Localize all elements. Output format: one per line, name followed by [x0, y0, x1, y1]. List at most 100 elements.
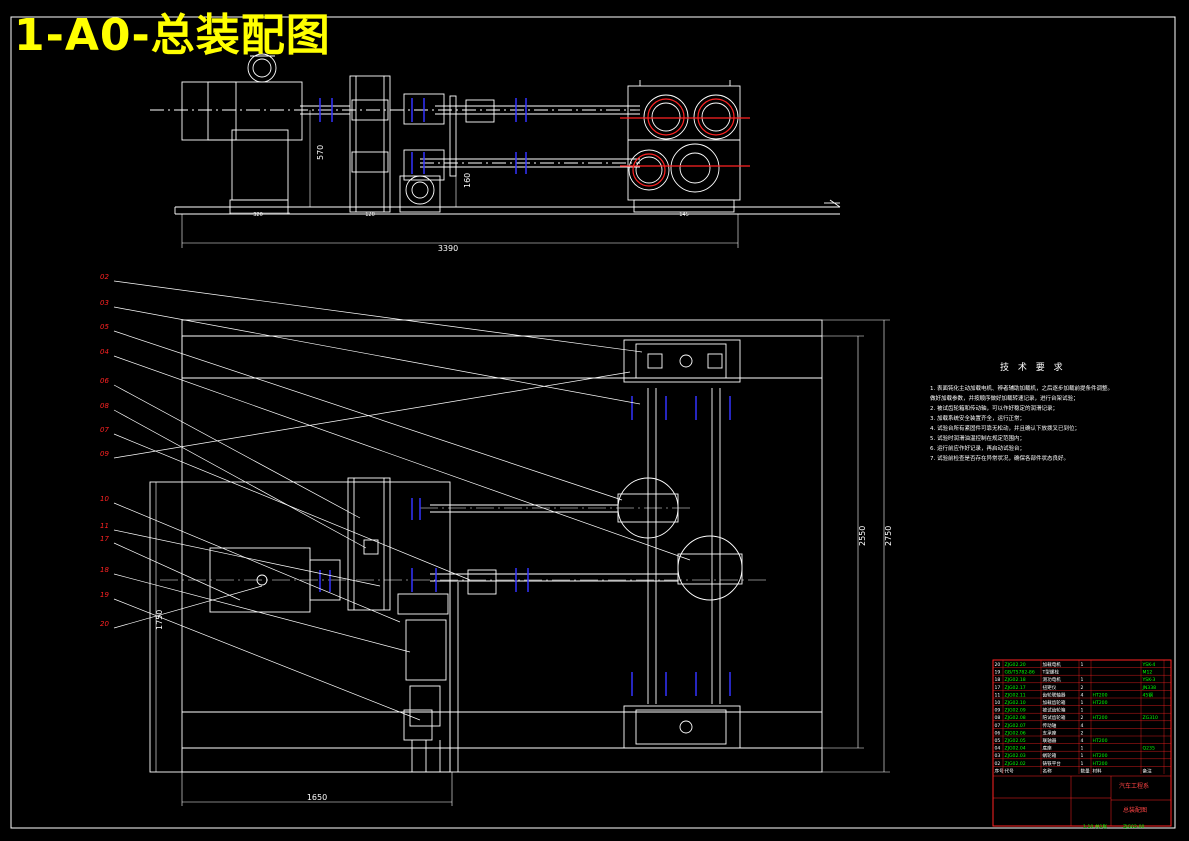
leader-line [113, 542, 241, 601]
parts-table-cell: M12 [1143, 670, 1153, 676]
tech-requirement-item: 做好加载参数，并按顺序做好加载转速记录，进行台架试验； [930, 396, 1079, 402]
front-view [150, 53, 841, 215]
parts-table-cell: 测功电机 [1043, 676, 1062, 683]
parts-table-cell: Q235 [1143, 746, 1155, 752]
parts-table-cell: 2 [1081, 685, 1084, 691]
leader-line [113, 355, 691, 561]
parts-table-cell: ZJG02.20 [1005, 662, 1026, 668]
parts-table-cell: ZJG02.11 [1005, 692, 1026, 698]
front-motor [181, 81, 303, 141]
parts-table-cell: ZJG02.10 [1005, 700, 1026, 706]
dim-front-right-base: 145 [679, 212, 689, 218]
parts-table-cell: YSK-3 [1142, 677, 1156, 683]
parts-table-cell: 08 [995, 715, 1001, 721]
leader-line [113, 280, 643, 353]
parts-table-cell: JN338 [1142, 685, 1157, 691]
title-block-text: 汽车工程系 [1119, 782, 1149, 790]
tech-requirement-item: 5. 试验时润滑油温控制在规定范围内； [930, 436, 1025, 442]
tech-requirement-item: 7. 试验前检查是否存在异常状况，确保各部件状态良好。 [930, 456, 1069, 462]
parts-table-cell: 06 [995, 730, 1001, 736]
dim-front-mid-base: 120 [365, 212, 375, 218]
parts-table-cell: 1 [1081, 753, 1084, 759]
part-balloon: 06 [100, 377, 109, 385]
parts-table-cell: 02 [995, 761, 1001, 767]
parts-table-cell: 09 [995, 708, 1001, 714]
parts-table-cell: 1 [1081, 700, 1084, 706]
parts-table-cell: 05 [995, 738, 1001, 744]
parts-table-cell: 被试齿轮箱 [1043, 707, 1066, 714]
parts-table-cell: HT200 [1093, 715, 1108, 721]
leader-line [113, 371, 631, 459]
parts-table-cell: 04 [995, 746, 1001, 752]
dim-front-motor-base: 320 [253, 212, 263, 218]
parts-table-cell: YSK-4 [1142, 662, 1156, 668]
parts-table-cell: ZJG02.05 [1005, 738, 1026, 744]
part-balloon: 05 [100, 323, 109, 331]
parts-table-cell: HT200 [1093, 692, 1108, 698]
tech-requirement-item: 2. 被试齿轮箱和传动轴，可以作好稳定的润滑记录； [930, 406, 1058, 412]
title-block-text: ZJG02-00 [1123, 824, 1144, 830]
parts-table-cell: 扭矩仪 [1043, 684, 1057, 691]
parts-table-cell: 1 [1081, 746, 1084, 752]
parts-table-cell: 铸铁平台 [1043, 760, 1062, 767]
parts-table-cell: ZJG02.18 [1005, 677, 1026, 683]
part-balloon: 07 [100, 426, 109, 434]
parts-table-header: 材料 [1093, 767, 1103, 774]
parts-table-cell: 19 [995, 670, 1001, 676]
parts-table-cell: 陪试齿轮箱 [1043, 714, 1066, 721]
title-block-text: 共1张 [1095, 823, 1108, 830]
parts-table-cell: ZJG02.02 [1005, 761, 1026, 767]
front-gearbox-mid [349, 75, 391, 213]
parts-table-cell: 2 [1081, 730, 1084, 736]
parts-table-cell: 1 [1081, 761, 1084, 767]
parts-table-cell: 1 [1081, 677, 1084, 683]
leader-line [113, 502, 401, 623]
parts-table-cell: ZJG02.06 [1005, 730, 1026, 736]
parts-table-cell: ZJG02.08 [1005, 715, 1026, 721]
parts-table-cell: ZJG02.09 [1005, 708, 1026, 714]
title-block-text: 1:10 [1083, 824, 1093, 830]
leader-line [113, 384, 361, 519]
part-balloon: 10 [100, 495, 109, 503]
parts-table-cell: 20 [995, 662, 1001, 668]
parts-table-header: 名称 [1043, 767, 1053, 774]
dim-front-length: 3390 [438, 244, 458, 253]
part-balloon: 20 [100, 620, 109, 628]
part-balloon: 11 [100, 522, 109, 530]
parts-table-header: 数量 [1081, 767, 1091, 774]
parts-table-cell: 加载电机 [1043, 661, 1062, 668]
parts-table-cell: 联轴器 [1043, 737, 1057, 744]
parts-table-cell: 10 [995, 700, 1001, 706]
part-balloon: 18 [100, 566, 109, 574]
parts-table-cell: 1 [1081, 708, 1084, 714]
plan-view [149, 319, 823, 773]
part-balloon: 17 [100, 535, 109, 543]
parts-table-cell: HT200 [1093, 700, 1108, 706]
dim-plan-inner-height: 2550 [858, 526, 867, 546]
part-balloon: 03 [100, 299, 109, 307]
parts-table-cell: 07 [995, 723, 1001, 729]
dim-plan-width: 1650 [307, 793, 327, 802]
parts-table-cell: 加载齿轮箱 [1043, 699, 1066, 706]
tech-requirement-item: 3. 加载系统安全装置齐全，运行正常； [930, 416, 1025, 422]
dim-front-small-height: 160 [463, 173, 472, 188]
parts-table-cell: 45钢 [1143, 691, 1154, 698]
part-balloon: 08 [100, 402, 109, 410]
tech-requirements-list: 1. 表面钝化主动加载电机、辨者辅助加载机，之后逐步加载前提条件调整。 做好加载… [930, 384, 1162, 464]
parts-table-cell: 4 [1081, 723, 1084, 729]
leader-line [113, 598, 421, 721]
parts-table-cell: HT200 [1093, 753, 1108, 759]
parts-table-cell: 1 [1081, 662, 1084, 668]
part-balloon: 04 [100, 348, 109, 356]
tech-requirements-heading: 技 术 要 求 [1000, 363, 1066, 373]
part-balloon: 19 [100, 591, 109, 599]
dim-plan-outer-height: 2750 [884, 526, 893, 546]
parts-table-cell: ZJG02.03 [1005, 753, 1026, 759]
parts-table-cell: ZJG02.04 [1005, 746, 1026, 752]
parts-table-header: 备注 [1143, 767, 1153, 774]
leader-line [113, 433, 471, 581]
parts-table-cell: ZG310 [1143, 715, 1159, 721]
parts-table-cell: 2 [1081, 715, 1084, 721]
drawing-frame [10, 16, 1176, 829]
